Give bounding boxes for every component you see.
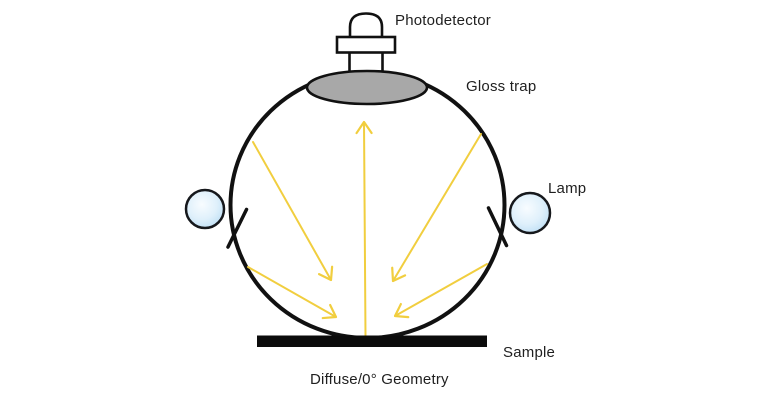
ray-left-upper: [252, 141, 334, 282]
sample-bar: [257, 335, 487, 347]
photodetector-flange: [335, 35, 397, 54]
ray-center-zero-degree: [355, 120, 373, 337]
gloss-trap-label: Gloss trap: [466, 78, 537, 95]
ray-right-upper: [391, 133, 482, 283]
sample-label: Sample: [503, 344, 556, 361]
gloss-trap-shape: [305, 69, 429, 106]
ray-right-lower: [393, 263, 488, 319]
right-lamp-port-mark: [486, 206, 509, 248]
photodetector-dome: [348, 12, 384, 40]
lamp-label: Lamp: [548, 180, 587, 197]
right-lamp-icon: [508, 191, 552, 235]
photodetector-icon: [335, 12, 397, 76]
integrating-sphere-outline: [228, 70, 507, 340]
diagram-caption: Diffuse/0° Geometry: [310, 371, 449, 388]
photodetector-label: Photodetector: [395, 12, 491, 29]
left-lamp-icon: [184, 188, 226, 230]
ray-left-lower: [247, 266, 338, 320]
light-rays: [247, 120, 488, 337]
left-lamp-port-mark: [226, 207, 249, 249]
